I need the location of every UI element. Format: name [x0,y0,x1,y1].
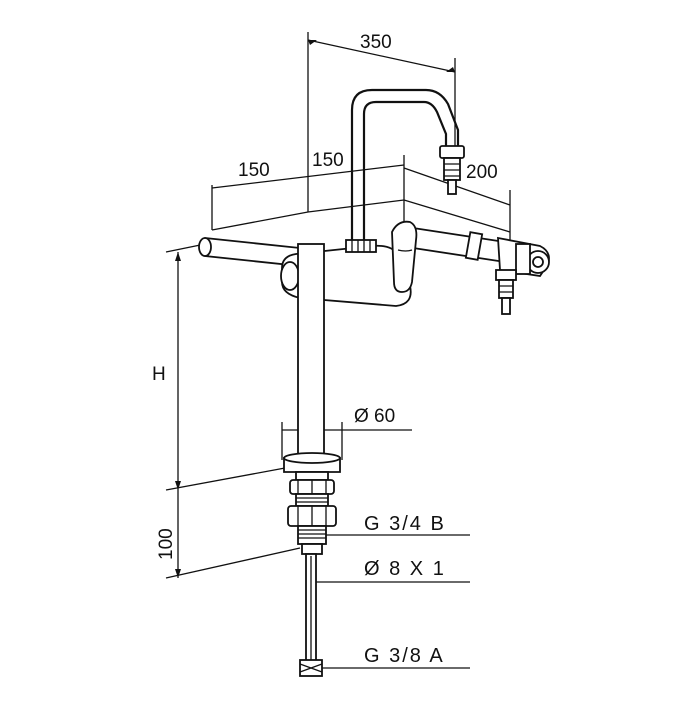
column [297,243,325,457]
dim-arm-left: 150 [238,160,270,181]
dim-lower-length: 100 [156,528,177,560]
dim-height: H [152,364,166,385]
lock-nut-upper-faces [297,480,327,494]
lever-handle [391,220,418,293]
spec-thread-lower: G 3/8 A [364,645,445,667]
mixer-collar-ribs [351,240,371,252]
thread-g34-lines [298,529,326,539]
connector-neck [301,543,323,555]
dimension-line-200 [403,167,511,206]
extension-line-h-bottom [165,467,286,491]
base-line-left [211,211,309,231]
dimension-lines [165,32,511,669]
dim-width-total: 350 [360,32,392,53]
spout-outer [350,88,460,248]
lock-nut-lower-faces [297,506,327,526]
spout-hose-nozzle [443,157,461,181]
spout-nozzle-collar [439,145,465,159]
bottom-fitting-knurl [299,663,323,673]
base-line-right [403,199,511,233]
spout-nozzle-tip [447,179,457,195]
threaded-shank [295,493,329,507]
right-nozzle-collar [495,269,517,281]
right-nozzle-ribs [499,285,513,293]
arrow-h-top [175,252,181,261]
spout-inner [362,100,448,248]
base-line-mid [307,199,405,213]
arrow-100-bottom [175,569,181,578]
left-arm-end-cap [198,237,212,257]
thread-ring-1 [295,471,329,481]
lever-handle-detail [397,249,413,252]
right-arm-collar [464,231,484,261]
right-nozzle-body [498,279,514,299]
extension-line-100-bottom [165,547,301,579]
spec-pipe-size: Ø 8 X 1 [364,558,446,580]
arrow-350-right [446,67,455,72]
arrow-h-bottom [175,481,181,490]
right-valve-body [515,243,531,275]
faucet-body [198,88,550,677]
spec-thread-upper: G 3/4 B [364,513,446,535]
spout-nozzle-ribs [444,163,460,177]
right-nozzle-tip [501,297,511,315]
threaded-shank-lines [296,497,328,503]
thread-g34 [297,525,327,545]
dimension-line-350 [307,39,456,73]
mounting-flange-top [283,452,341,464]
mixer-spout-collar [345,239,377,253]
dim-column-diameter: Ø 60 [354,406,395,427]
dim-offset: 200 [466,162,498,183]
arrow-350-left [308,40,317,45]
dim-arm-mid: 150 [312,150,344,171]
mixer-left-cap [280,261,300,291]
dimension-line-150-150 [211,164,405,189]
right-valve-wheel-hub [532,256,544,268]
